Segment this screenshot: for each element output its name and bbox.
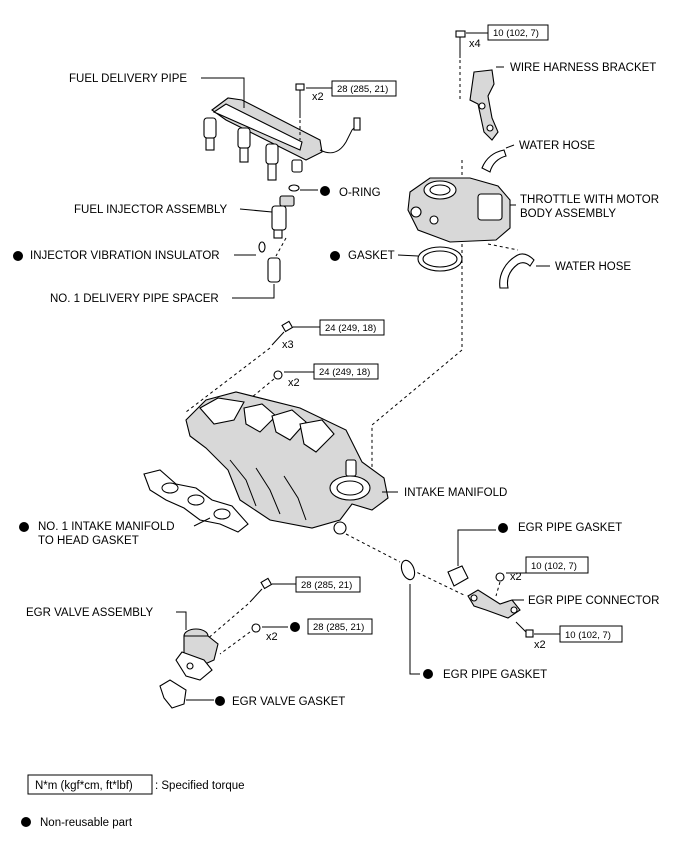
egr-valve-nut <box>251 623 261 633</box>
o-ring-part <box>288 184 300 192</box>
torque-value-delivery-pipe: 28 (285, 21) <box>337 84 388 95</box>
top-bolt <box>455 30 466 58</box>
egr-pipe-gasket-ring-part <box>400 559 416 581</box>
egr-valve-assembly-label: EGR VALVE ASSEMBLY <box>26 607 154 619</box>
non-reusable-dot-egr-pipe-gasket-upper <box>498 523 508 533</box>
torque-box-manifold-bolts <box>319 319 385 336</box>
non-reusable-dot-egr-pipe-gasket-lower <box>423 669 433 679</box>
gasket-label: GASKET <box>348 250 395 262</box>
qty-manifold-bolts: x3 <box>282 339 294 351</box>
egr-valve-gasket-part <box>159 679 187 709</box>
torque-value-top: 10 (102, 7) <box>493 28 539 39</box>
delivery-pipe-spacer-label: NO. 1 DELIVERY PIPE SPACER <box>50 293 219 305</box>
non-reusable-dot-egr-valve-gasket <box>215 696 225 706</box>
delivery-pipe-bolt <box>295 83 305 118</box>
o-ring-label: O-RING <box>339 187 381 199</box>
torque-value-connector-bolts: 10 (102, 7) <box>565 630 611 641</box>
egr-valve-drawing <box>175 628 219 681</box>
torque-value-egr-bolt: 28 (285, 21) <box>301 580 352 591</box>
non-reusable-dot-egr-nuts <box>290 622 300 632</box>
fuel-delivery-pipe-drawing <box>203 97 361 181</box>
manifold-gasket-label-line2: TO HEAD GASKET <box>38 535 139 547</box>
wire-harness-bracket-label: WIRE HARNESS BRACKET <box>510 62 656 74</box>
water-hose-lower-label: WATER HOSE <box>555 261 631 273</box>
non-reusable-dot-o-ring <box>320 186 330 196</box>
qty-top-bolts: x4 <box>469 38 481 50</box>
egr-pipe-gasket-flat-part <box>447 565 469 587</box>
throttle-body-label-line2: BODY ASSEMBLY <box>520 208 616 220</box>
egr-pipe-connector-label: EGR PIPE CONNECTOR <box>528 595 659 607</box>
torque-value-manifold-nuts: 24 (249, 18) <box>319 367 370 378</box>
torque-value-connector-nuts: 10 (102, 7) <box>531 561 577 572</box>
connector-nut <box>495 572 505 582</box>
qty-connector-nuts: x2 <box>510 571 522 583</box>
intake-manifold-drawing <box>185 391 389 535</box>
torque-box-egr-nuts <box>307 618 373 635</box>
legend-torque-desc: : Specified torque <box>155 780 245 792</box>
manifold-gasket-drawing <box>143 469 249 533</box>
water-hose-upper-part <box>481 149 507 173</box>
water-hose-upper-label: WATER HOSE <box>519 140 595 152</box>
egr-pipe-gasket-lower-label: EGR PIPE GASKET <box>443 669 547 681</box>
wire-harness-bracket-drawing <box>469 69 499 141</box>
egr-valve-bolt <box>249 577 273 603</box>
legend-torque-unit: N*m (kgf*cm, ft*lbf) <box>35 780 133 792</box>
non-reusable-dot-insulator <box>13 251 23 261</box>
egr-valve-gasket-label: EGR VALVE GASKET <box>232 696 345 708</box>
qty-connector-bolts: x2 <box>534 639 546 651</box>
non-reusable-dot-gasket <box>330 251 340 261</box>
torque-box-manifold-nuts <box>313 363 379 380</box>
qty-egr-nuts: x2 <box>266 631 278 643</box>
non-reusable-dot-manifold-gasket <box>19 522 29 532</box>
torque-box-connector-bolts <box>559 625 623 643</box>
qty-manifold-nuts: x2 <box>288 377 300 389</box>
injector-vibration-insulator-part <box>258 241 266 253</box>
fuel-injector-assembly-label: FUEL INJECTOR ASSEMBLY <box>74 204 227 216</box>
delivery-pipe-spacer-part <box>267 257 281 283</box>
fuel-injector-drawing <box>271 195 295 239</box>
torque-box-top <box>487 24 549 41</box>
torque-value-manifold-bolts: 24 (249, 18) <box>325 323 376 334</box>
legend-torque-unit-box <box>27 774 153 795</box>
manifold-gasket-label-line1: NO. 1 INTAKE MANIFOLD <box>38 521 175 533</box>
torque-box-egr-bolt <box>295 576 361 593</box>
torque-value-egr-nuts: 28 (285, 21) <box>313 622 364 633</box>
connector-bolt <box>515 621 534 638</box>
egr-pipe-gasket-upper-label: EGR PIPE GASKET <box>518 522 622 534</box>
intake-manifold-label: INTAKE MANIFOLD <box>404 487 507 499</box>
legend-non-reusable-dot <box>21 817 31 827</box>
manifold-nut <box>273 370 283 380</box>
qty-delivery-pipe-bolts: x2 <box>312 91 324 103</box>
egr-pipe-connector-drawing <box>467 589 521 619</box>
water-hose-lower-part <box>499 253 535 289</box>
throttle-body-label-line1: THROTTLE WITH MOTOR <box>520 194 659 206</box>
legend-non-reusable-text: Non-reusable part <box>40 817 133 829</box>
fuel-delivery-pipe-label: FUEL DELIVERY PIPE <box>69 73 187 85</box>
manifold-bolt <box>271 320 294 346</box>
torque-box-connector-nuts <box>525 556 589 574</box>
injector-vibration-insulator-label: INJECTOR VIBRATION INSULATOR <box>30 250 220 262</box>
throttle-body-drawing <box>407 177 511 243</box>
